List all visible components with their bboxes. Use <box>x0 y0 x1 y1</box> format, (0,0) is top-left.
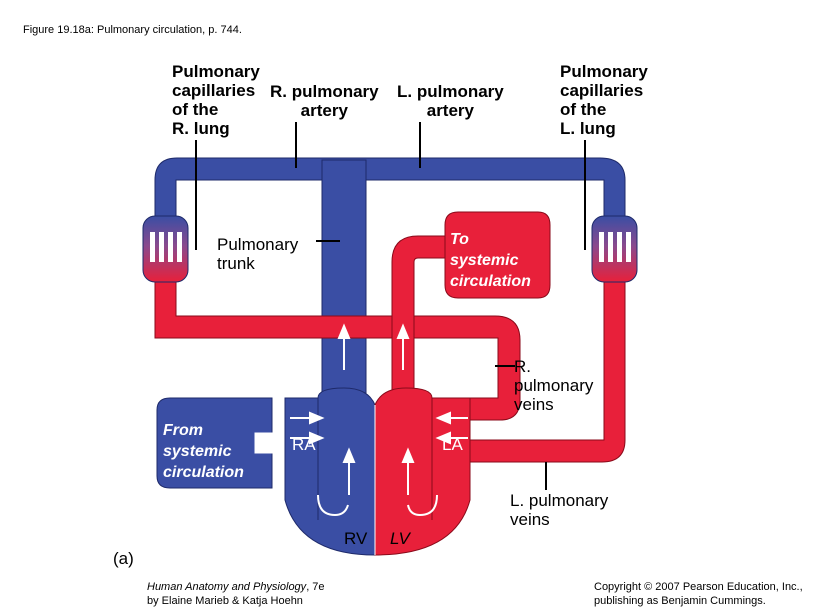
label-left-ventricle: LV <box>390 529 410 548</box>
label-capillaries-left-lung: Pulmonary capillaries of the L. lung <box>560 62 648 138</box>
flow-arrows <box>290 323 468 517</box>
right-lung-capillaries <box>142 215 189 283</box>
copyright-line-1: Copyright © 2007 Pearson Education, Inc.… <box>594 581 803 593</box>
label-pulmonary-trunk: Pulmonary trunk <box>217 235 299 273</box>
footer-book-credit: Human Anatomy and Physiology, 7e by Elai… <box>147 580 325 608</box>
label-capillaries-right-lung: Pulmonary capillaries of the R. lung <box>172 62 260 138</box>
leader-lines <box>195 122 586 490</box>
label-to-systemic-circulation: To systemic circulation <box>450 231 531 290</box>
left-heart <box>374 387 471 556</box>
label-right-pulmonary-veins: R. pulmonary veins <box>514 357 594 414</box>
label-from-systemic-circulation: From systemic circulation <box>163 422 244 481</box>
figure-caption: Figure 19.18a: Pulmonary circulation, p.… <box>23 24 242 36</box>
book-edition: , 7e <box>306 581 325 593</box>
aorta <box>391 235 451 391</box>
label-left-pulmonary-veins: L. pulmonary veins <box>510 491 609 529</box>
label-left-pulmonary-artery: L. pulmonary artery <box>397 82 504 120</box>
book-title: Human Anatomy and Physiology <box>147 581 307 593</box>
footer-copyright: Copyright © 2007 Pearson Education, Inc.… <box>594 580 803 608</box>
label-right-atrium: RA <box>292 435 316 454</box>
right-heart <box>284 387 376 556</box>
book-authors: by Elaine Marieb & Katja Hoehn <box>147 595 303 607</box>
left-lung-capillaries <box>591 215 638 283</box>
label-left-atrium: LA <box>442 435 463 454</box>
panel-label: (a) <box>113 549 134 568</box>
label-right-pulmonary-artery: R. pulmonary artery <box>270 82 379 120</box>
oxygenated-vessels <box>154 211 626 463</box>
label-right-ventricle: RV <box>344 529 368 548</box>
heart <box>284 387 471 556</box>
aorta-box <box>444 211 551 299</box>
pulmonary-artery-top <box>154 157 626 236</box>
vena-cava-box <box>156 397 273 489</box>
copyright-line-2: publishing as Benjamin Cummings. <box>594 595 766 607</box>
